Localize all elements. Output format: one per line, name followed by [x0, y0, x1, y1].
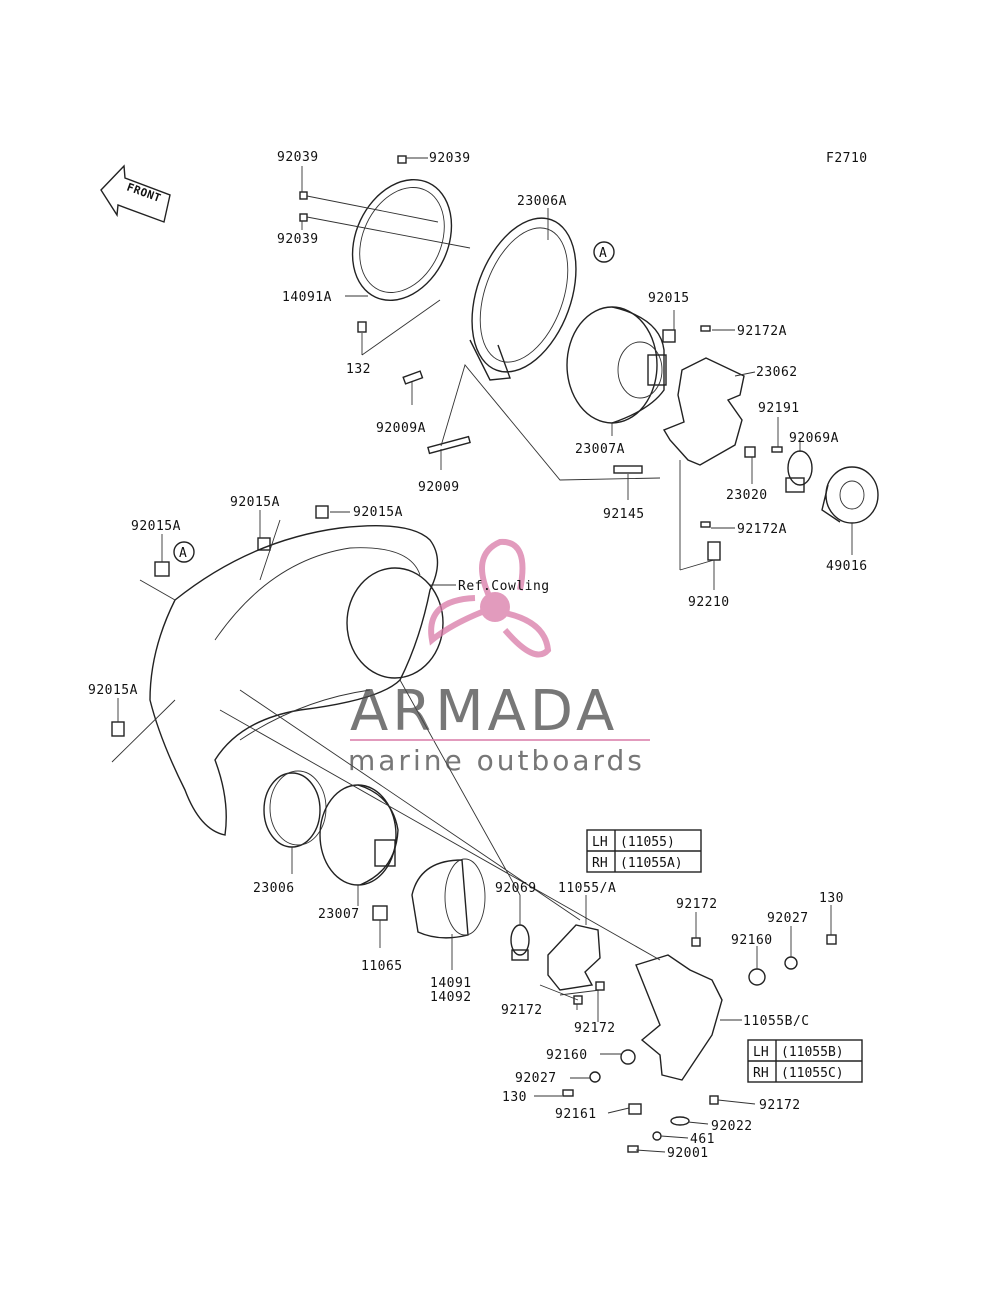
- part-label: 92210: [688, 595, 730, 610]
- part-label: 92027: [515, 1071, 557, 1086]
- part-label: 11065: [361, 959, 403, 974]
- cover-49016: [821, 466, 879, 524]
- ref-marker-a-1-label: A: [599, 246, 607, 261]
- small-hardware: [299, 155, 783, 561]
- part-label: 92069A: [789, 431, 839, 446]
- part-label: 92022: [711, 1119, 753, 1134]
- part-label: 92015A: [131, 519, 181, 534]
- ref-marker-a-1: A: [593, 241, 615, 263]
- part-label: 11055B/C: [743, 1014, 810, 1029]
- part-label: 132: [346, 362, 371, 377]
- part-label: 14092: [430, 990, 472, 1005]
- lower-hardware: [562, 934, 837, 1153]
- part-label: 92039: [277, 232, 319, 247]
- part-label: 92039: [277, 150, 319, 165]
- part-11065-shape: [372, 905, 388, 921]
- table2-rh-value: (11055C): [781, 1066, 844, 1081]
- part-label: 14091A: [282, 290, 332, 305]
- part-label: 92027: [767, 911, 809, 926]
- bulb-92069: [510, 924, 530, 961]
- leader-lines: [111, 157, 853, 1153]
- armada-watermark: ARMADA marine outboards: [348, 538, 650, 777]
- part-label: 92009: [418, 480, 460, 495]
- side-table-1: LH (11055) RH (11055A): [586, 829, 702, 873]
- part-labels: 92039 92039 92039 23006A 14091A 132 9200…: [88, 150, 868, 1161]
- table2-lh: LH: [753, 1045, 769, 1060]
- table1-lh: LH: [592, 835, 608, 850]
- part-label: 92069: [495, 881, 537, 896]
- part-label: 23020: [726, 488, 768, 503]
- ref-marker-a-2-label: A: [179, 546, 187, 561]
- watermark-tagline: marine outboards: [348, 744, 645, 777]
- reflector-23007: [319, 784, 399, 886]
- part-label: 92145: [603, 507, 645, 522]
- part-label: 23007A: [575, 442, 625, 457]
- part-label: 92160: [731, 933, 773, 948]
- part-label: 92172: [759, 1098, 801, 1113]
- table1-lh-value: (11055): [620, 835, 675, 850]
- part-label: 130: [502, 1090, 527, 1105]
- part-label: 92172: [574, 1021, 616, 1036]
- part-label: 92172: [501, 1003, 543, 1018]
- part-label: 92191: [758, 401, 800, 416]
- part-label: 92009A: [376, 421, 426, 436]
- rim-14091A: [351, 178, 453, 302]
- reflector-23007A: [566, 306, 667, 424]
- part-label: 92172A: [737, 522, 787, 537]
- part-label: 461: [690, 1132, 715, 1147]
- part-label: 92015A: [230, 495, 280, 510]
- part-label: 92015A: [88, 683, 138, 698]
- part-label: 92172A: [737, 324, 787, 339]
- front-arrow-label: FRONT: [125, 181, 163, 205]
- part-label: 130: [819, 891, 844, 906]
- table1-rh-value: (11055A): [620, 856, 683, 871]
- bracket-23062: [662, 357, 745, 466]
- bezel-14091: [411, 858, 486, 939]
- bracket-11055BC: [635, 954, 723, 1081]
- ref-cowling-label: Ref.Cowling: [458, 579, 550, 594]
- part-label: 92160: [546, 1048, 588, 1063]
- table1-rh: RH: [592, 856, 608, 871]
- ref-marker-a-2: A: [173, 541, 195, 563]
- cowling-shell: [111, 505, 444, 836]
- part-label: 92015: [648, 291, 690, 306]
- part-label: 23006A: [517, 194, 567, 209]
- table2-lh-value: (11055B): [781, 1045, 844, 1060]
- part-label: 92161: [555, 1107, 597, 1122]
- part-label: 49016: [826, 559, 868, 574]
- propeller-logo-icon: [428, 538, 552, 658]
- part-label: 92172: [676, 897, 718, 912]
- part-label: 23006: [253, 881, 295, 896]
- part-label: 92001: [667, 1146, 709, 1161]
- figure-code: F2710: [826, 151, 868, 166]
- bracket-11055: [547, 924, 601, 991]
- part-label: 11055/A: [558, 881, 616, 896]
- part-label: 92015A: [353, 505, 403, 520]
- part-label: 92039: [429, 151, 471, 166]
- side-table-2: LH (11055B) RH (11055C): [747, 1039, 863, 1083]
- part-label: 23007: [318, 907, 360, 922]
- part-label: 14091: [430, 976, 472, 991]
- bulb-92069A: [785, 450, 813, 493]
- rim-23006: [263, 770, 327, 848]
- ring-23006A: [469, 217, 577, 381]
- part-label: 23062: [756, 365, 798, 380]
- front-direction-arrow: FRONT: [100, 164, 171, 223]
- table2-rh: RH: [753, 1066, 769, 1081]
- watermark-brand: ARMADA: [350, 679, 618, 744]
